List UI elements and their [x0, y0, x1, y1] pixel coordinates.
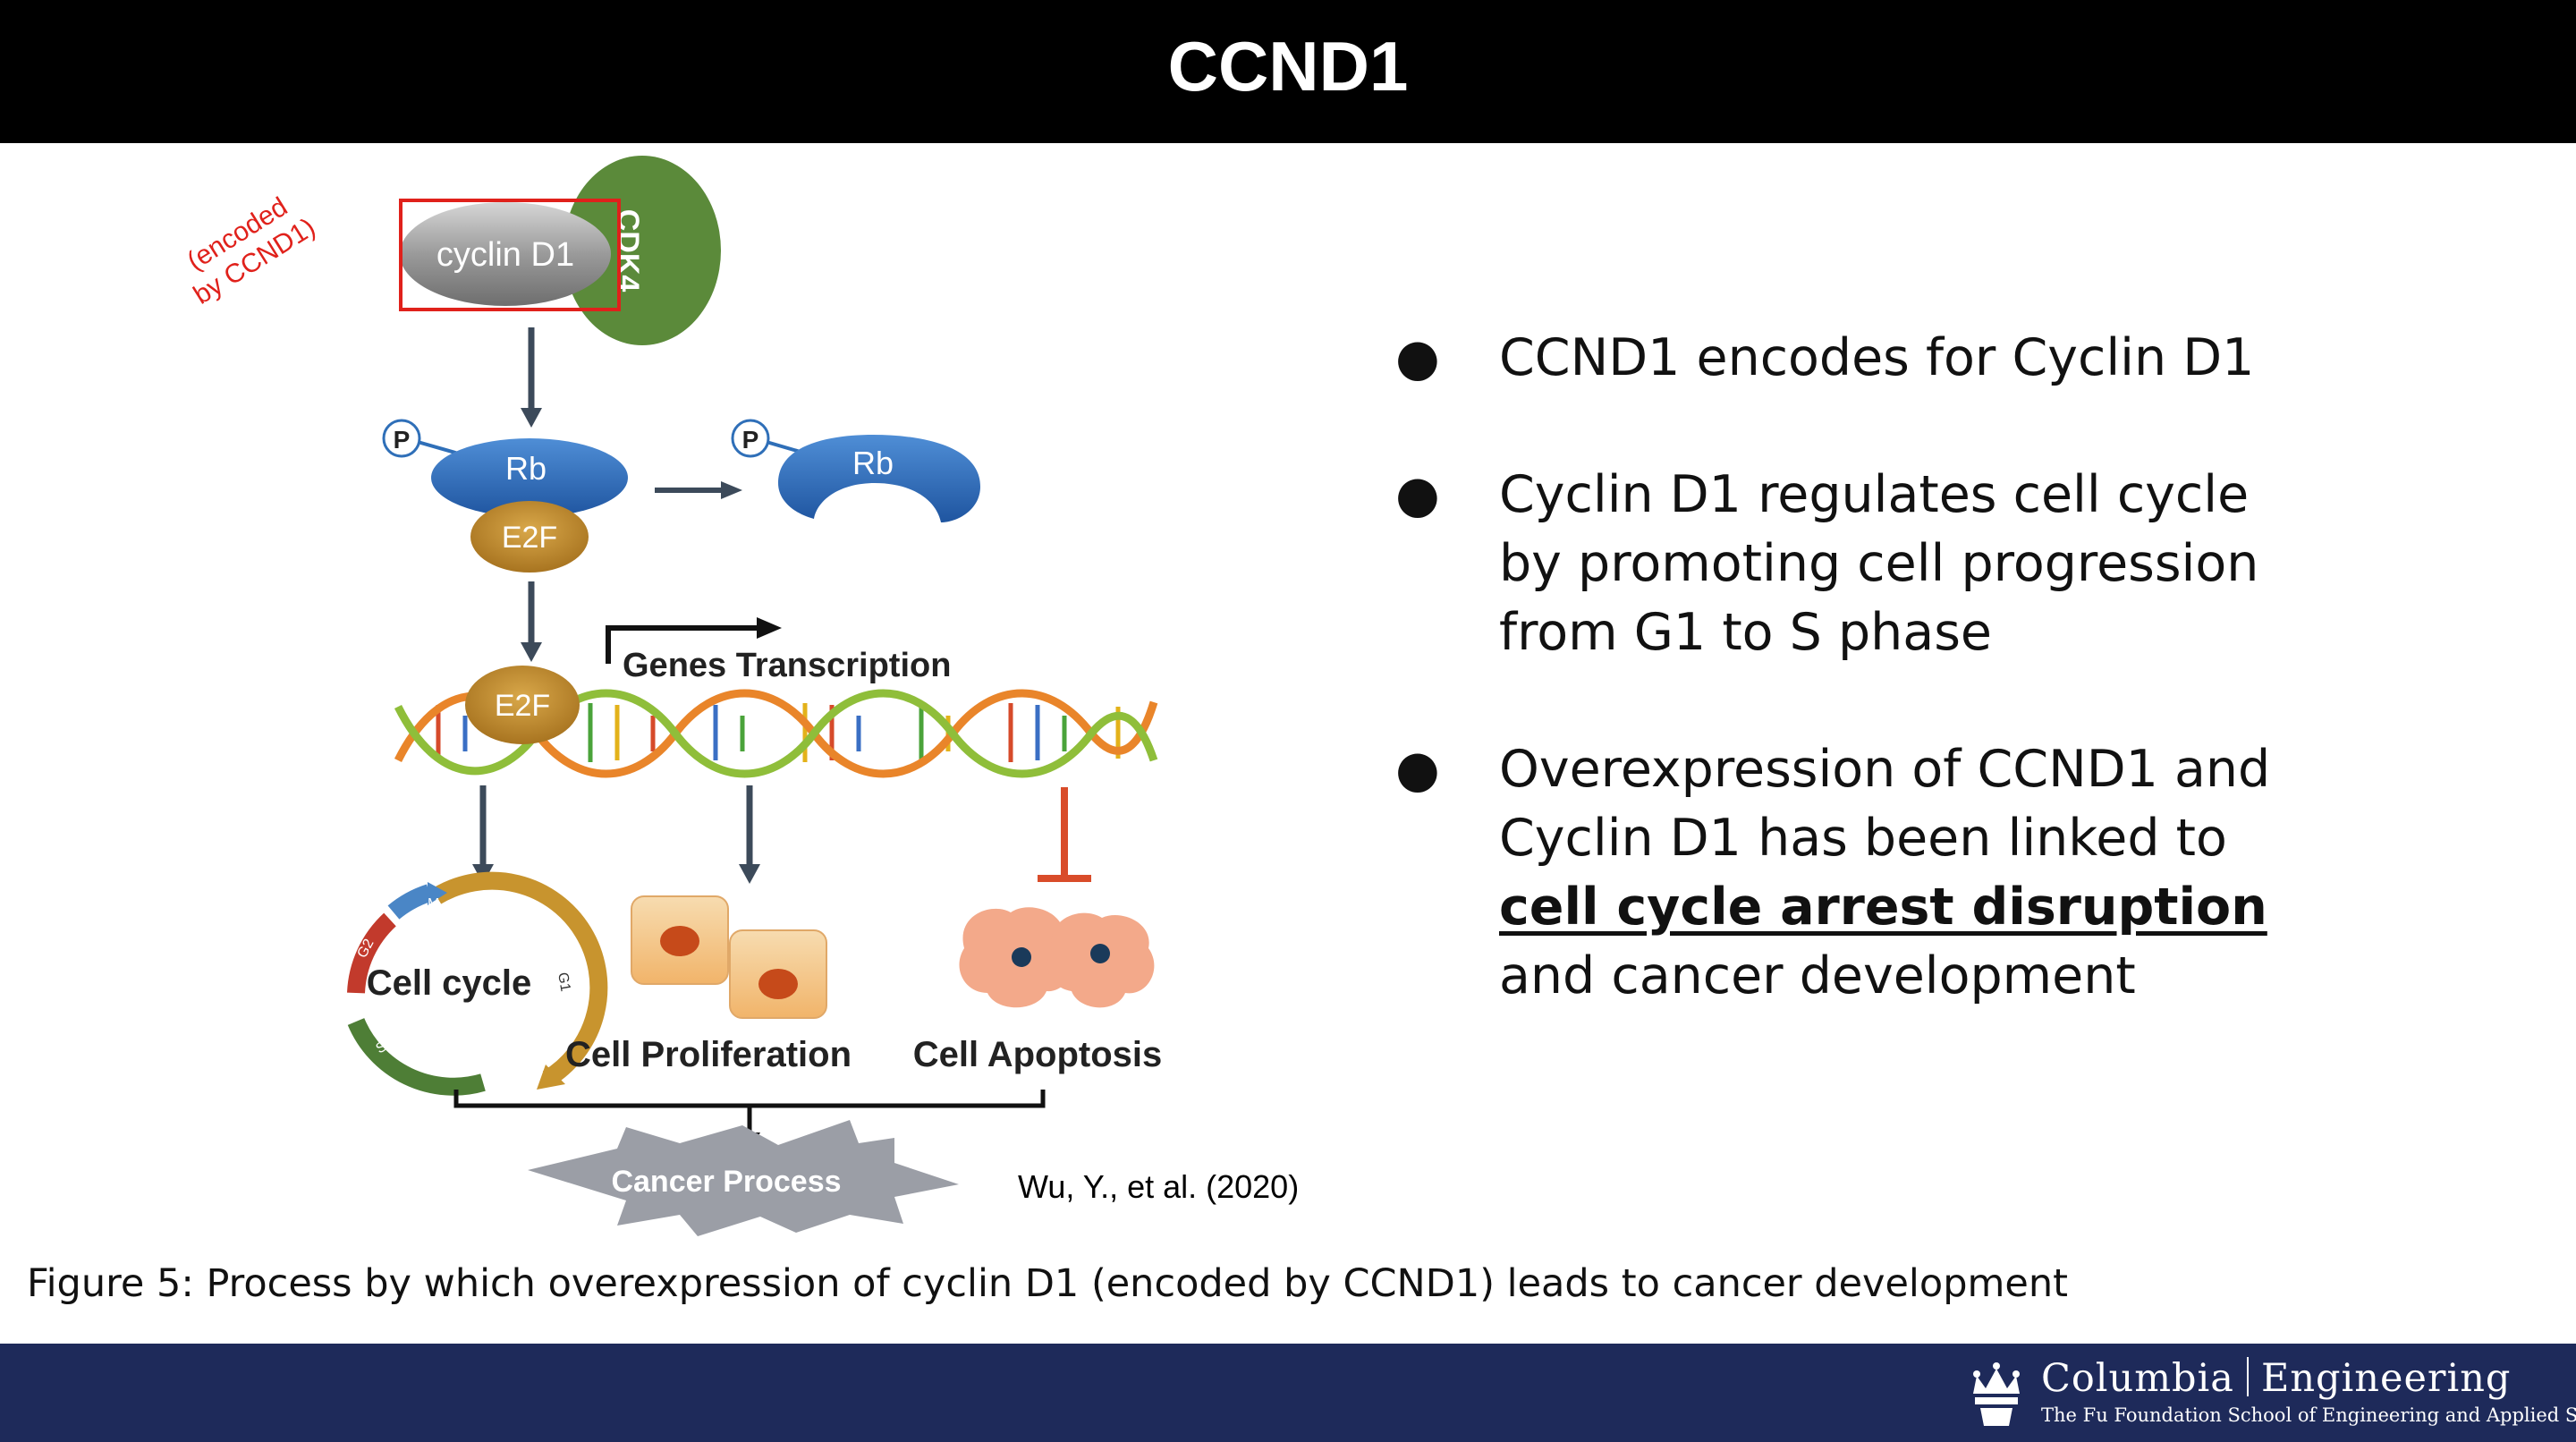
crown-icon	[1973, 1362, 2020, 1426]
logo-subtitle: The Fu Foundation School of Engineering …	[2041, 1404, 2576, 1426]
phase-m-label: M	[428, 896, 439, 912]
bullet-text-line: Overexpression of CCND1 and	[1499, 740, 2271, 799]
bullet-marker: ●	[1395, 465, 1440, 524]
cdk4-label: CDK4	[611, 209, 645, 293]
annotation: (encoded by CCND1)	[182, 192, 321, 310]
apoptosis-cells: Cell Apoptosis	[913, 907, 1163, 1074]
transcription-arrow: Genes Transcription	[606, 617, 951, 684]
bullet-item: ● Cyclin D1 regulates cell cycle by prom…	[1395, 461, 2504, 667]
phosphate-label-left: P	[394, 426, 411, 454]
arrow-to-cell-cycle	[472, 785, 494, 884]
cyclin-d1-label: cyclin D1	[436, 236, 574, 274]
footer-bar: Columbia Engineering The Fu Foundation Sc…	[0, 1344, 2576, 1442]
bullet-text-line: by promoting cell progression	[1499, 534, 2259, 593]
cell-apoptosis-label: Cell Apoptosis	[913, 1035, 1163, 1074]
title-bar: CCND1	[0, 0, 2576, 143]
arrow-rb-release	[655, 481, 742, 499]
bullet-emphasis: cell cycle arrest disruption	[1499, 878, 2267, 937]
pathway-diagram: CDK4 cyclin D1 (encoded by CCND1) P Rb E…	[182, 156, 1163, 1236]
slide-title: CCND1	[1167, 27, 1409, 106]
bullet-marker: ●	[1395, 740, 1440, 799]
e2f-label-dna: E2F	[495, 689, 550, 723]
bullet-text-line: Cyclin D1 regulates cell cycle	[1499, 465, 2250, 524]
columbia-engineering-logo: Columbia Engineering The Fu Foundation Sc…	[1968, 1356, 2576, 1433]
logo-columbia: Columbia	[2041, 1356, 2234, 1401]
logo-wordmark: Columbia Engineering	[2041, 1356, 2511, 1401]
phase-g1-label: G1	[555, 971, 572, 993]
logo-engineering: Engineering	[2260, 1356, 2512, 1401]
proliferation-cells: Cell Proliferation	[565, 895, 852, 1074]
inhibit-apoptosis	[1038, 787, 1091, 882]
rb-label-right: Rb	[852, 445, 894, 481]
figure-caption: Figure 5: Process by which overexpressio…	[27, 1261, 2068, 1306]
rb-label-left: Rb	[505, 450, 547, 487]
cell-cycle-wheel: M G2 G1 S Cell cycle	[347, 871, 608, 1096]
bullet-text-line: from G1 to S phase	[1499, 603, 1992, 662]
cdk4-protein: CDK4	[564, 156, 721, 345]
genes-transcription-label: Genes Transcription	[623, 647, 951, 684]
figure-citation: Wu, Y., et al. (2020)	[1018, 1168, 1300, 1205]
e2f-label-top: E2F	[502, 521, 557, 555]
bullet-text-line: and cancer development	[1499, 946, 2136, 1005]
bullet-item: ● CCND1 encodes for Cyclin D1	[1395, 324, 2504, 393]
cyclin-d1-protein: cyclin D1	[400, 202, 611, 306]
bullet-text-line: Cyclin D1 has been linked to	[1499, 809, 2227, 868]
bullet-text: CCND1 encodes for Cyclin D1	[1499, 328, 2255, 387]
cell-cycle-label: Cell cycle	[367, 963, 532, 1003]
p-rb-free: P Rb	[731, 419, 980, 522]
phosphate-label-right: P	[742, 426, 759, 454]
logo-divider	[2246, 1357, 2249, 1396]
p-rb-e2f-complex: P Rb E2F	[382, 419, 628, 573]
bullet-item: ● Overexpression of CCND1 and Cyclin D1 …	[1395, 735, 2504, 1011]
e2f-on-dna: E2F	[465, 666, 580, 744]
cell-proliferation-label: Cell Proliferation	[565, 1035, 852, 1074]
bullet-list: ● CCND1 encodes for Cyclin D1 ● Cyclin D…	[1395, 324, 2504, 1079]
bullet-marker: ●	[1395, 328, 1440, 387]
arrow-to-proliferation	[739, 785, 760, 884]
arrow-cyclin-to-rb	[521, 327, 542, 428]
highlight-box	[399, 199, 621, 311]
arrow-e2f-to-dna	[521, 581, 542, 662]
cancer-process-label: Cancer Process	[611, 1165, 841, 1199]
cancer-process-burst: Cancer Process	[528, 1120, 959, 1236]
